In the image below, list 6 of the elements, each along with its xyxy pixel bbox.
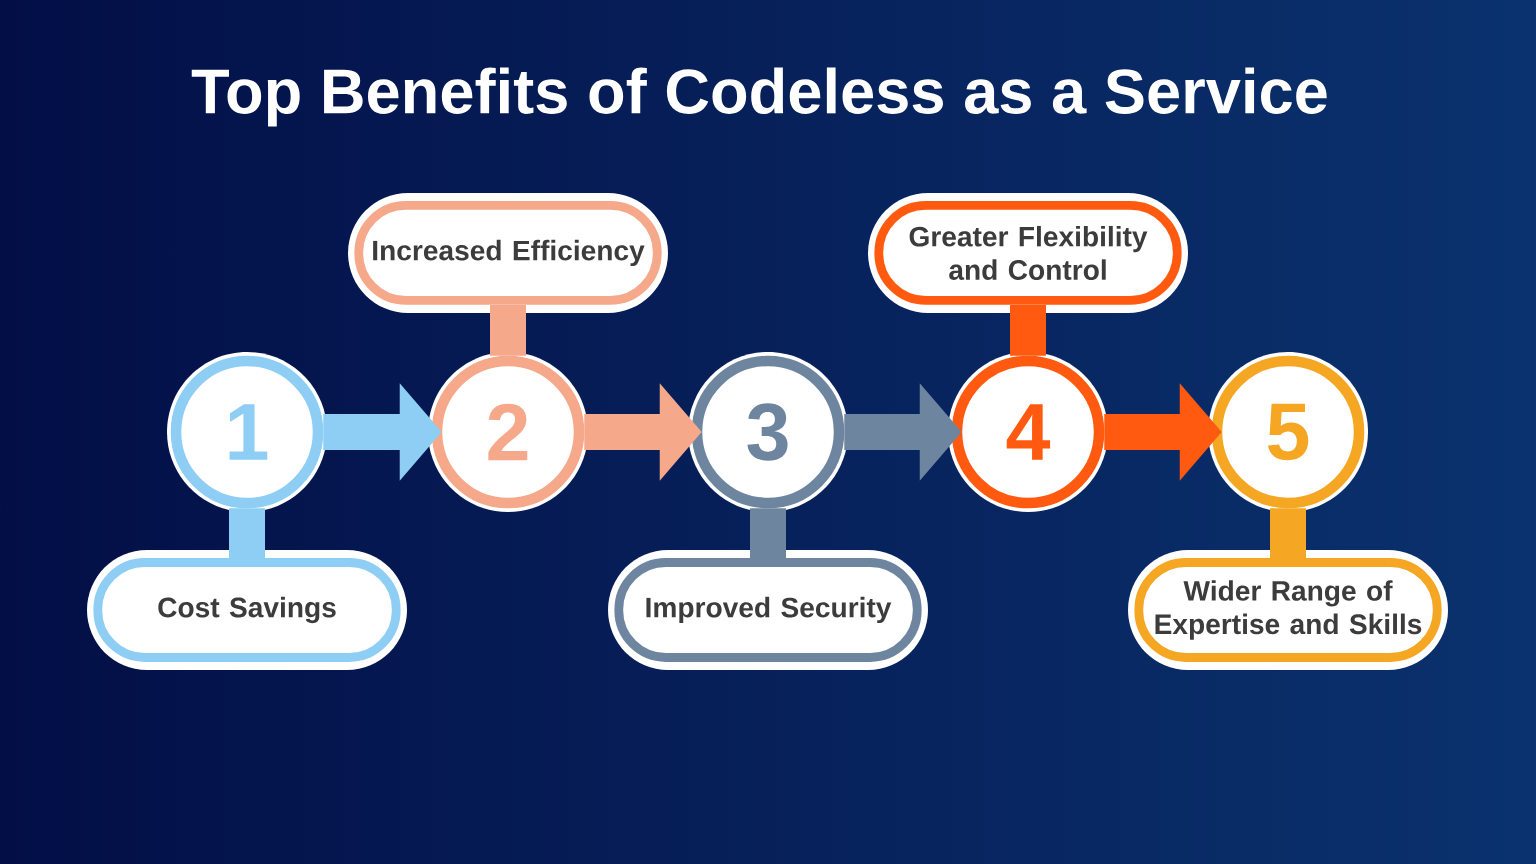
connector-stem	[750, 508, 786, 559]
connector-stem	[1270, 508, 1306, 559]
connector-stem	[1010, 304, 1046, 356]
connector-stem	[229, 508, 265, 559]
connector-stem	[490, 304, 526, 356]
title: Top Benefits of Codeless as a Service	[191, 67, 1327, 127]
